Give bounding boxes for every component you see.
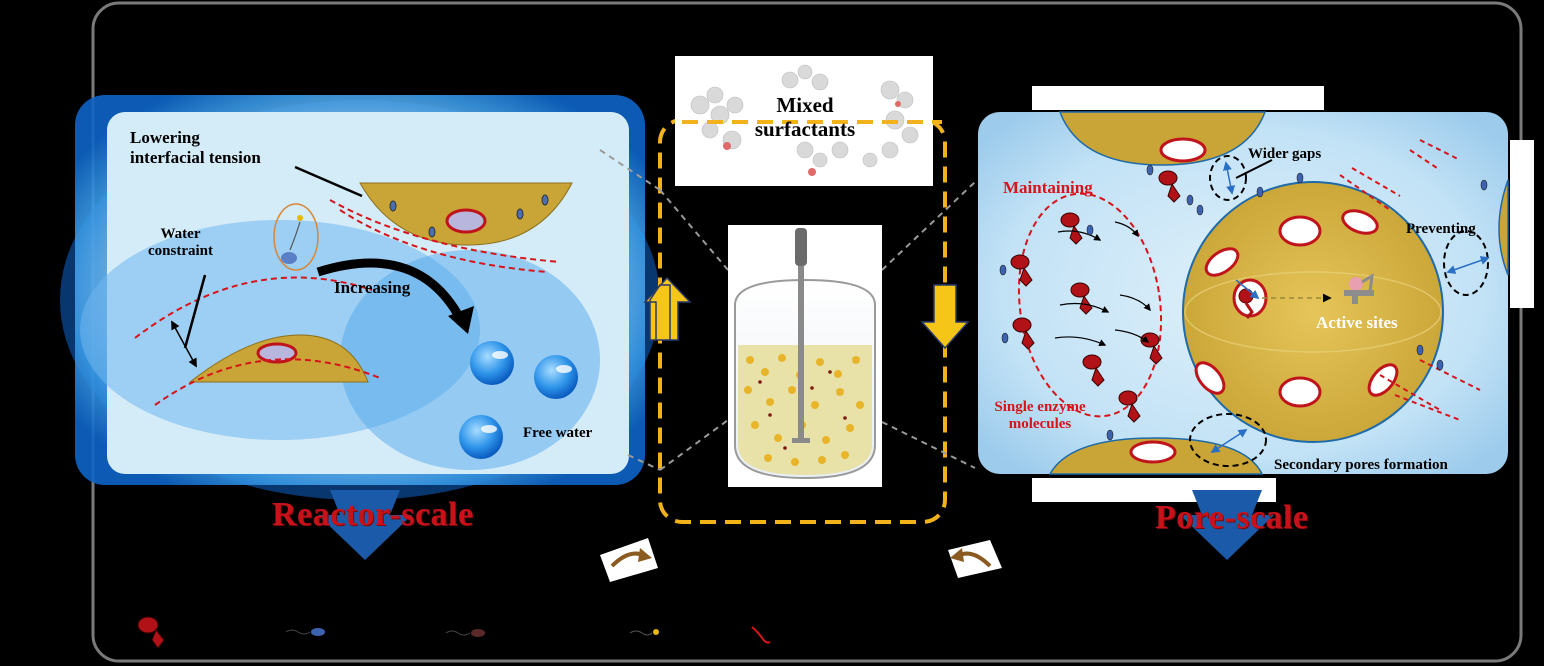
enzyme-icon-group <box>1010 170 1181 423</box>
increasing-arrow <box>316 258 467 325</box>
pore-scale-title: Pore-scale <box>1155 499 1309 536</box>
active-sites-label: Active sites <box>1316 313 1398 332</box>
water-droplet-icon <box>534 355 578 399</box>
reactor-panel <box>60 95 660 560</box>
secondary-pores-label: Secondary pores formation <box>1274 457 1448 473</box>
free-water-label: Free water <box>523 425 593 441</box>
surfactant-dark-icon <box>445 629 485 637</box>
cycle-arrow-left <box>600 538 658 582</box>
single-enzyme-label: Single enzyme molecules <box>994 399 1086 433</box>
cycle-arrow-right <box>948 540 1002 578</box>
increasing-label: Increasing <box>334 278 411 297</box>
surfactant-yellow-icon <box>629 629 659 636</box>
active-site-icon <box>1344 273 1374 304</box>
water-droplet-icon <box>470 341 514 385</box>
surfactant-blue-icon <box>285 628 325 636</box>
enzyme-icon <box>137 616 165 649</box>
down-arrow-yellow <box>920 284 970 350</box>
surfactant-oval <box>273 203 319 271</box>
up-arrow <box>643 276 692 341</box>
down-arrow-left <box>318 490 412 560</box>
down-arrow-right <box>1180 490 1274 560</box>
water-droplet-icon <box>459 415 503 459</box>
pore-ring <box>256 342 298 364</box>
preventing-label: Preventing <box>1406 221 1476 237</box>
water-constraint-label: Water constraint <box>148 226 213 260</box>
mixed-surfactants-label: Mixed surfactants <box>754 93 856 142</box>
pore-ring <box>445 208 487 234</box>
legend-icons <box>137 616 771 649</box>
red-chain-icon <box>751 626 771 644</box>
center-section <box>599 56 1002 582</box>
wider-gaps-label: Wider gaps <box>1248 146 1322 162</box>
reactor-scale-title: Reactor-scale <box>272 496 474 533</box>
maintaining-label: Maintaining <box>1003 178 1093 197</box>
lowering-interfacial-tension-label: Lowering interfacial tension <box>130 128 261 167</box>
pore-panel <box>978 86 1534 560</box>
